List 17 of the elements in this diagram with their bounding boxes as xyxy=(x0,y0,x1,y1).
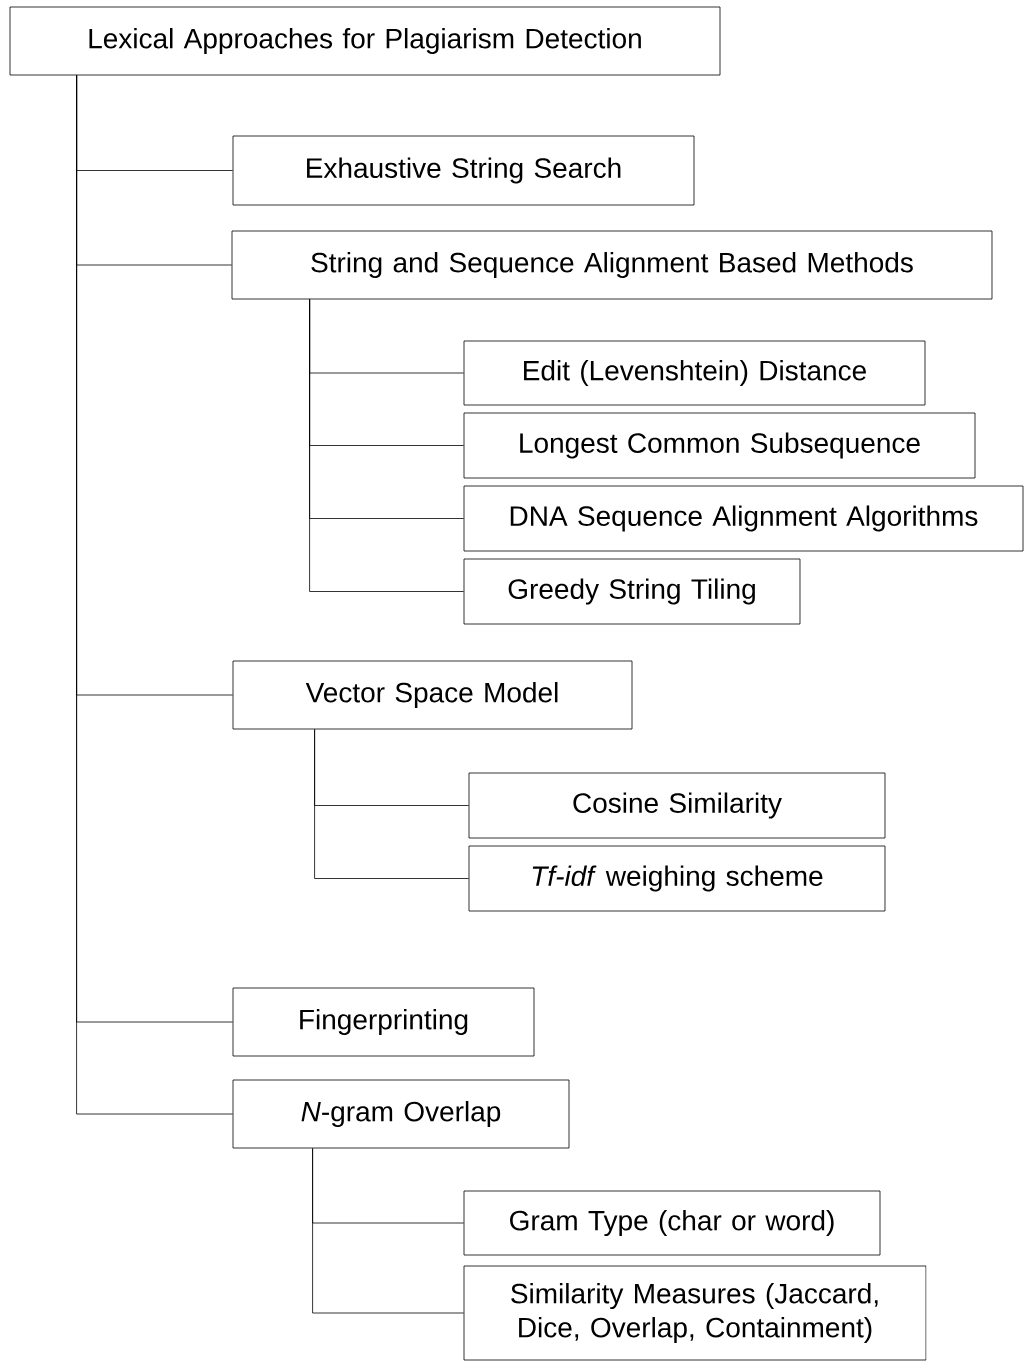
category-box: Tf-idf weighing scheme xyxy=(468,845,886,912)
category-box: Greedy String Tiling xyxy=(463,558,801,625)
category-box: Cosine Similarity xyxy=(468,772,886,839)
connector-line xyxy=(312,1148,464,1314)
category-box: Gram Type (char or word) xyxy=(463,1190,881,1256)
category-box: Similarity Measures (Jaccard, Dice, Overlap, Containment) xyxy=(463,1265,927,1361)
category-box: N-gram Overlap xyxy=(232,1079,570,1149)
connector-line xyxy=(309,299,464,592)
category-box: Vector Space Model xyxy=(232,660,633,730)
category-box: Lexical Approaches for Plagiarism Detection xyxy=(9,6,721,76)
category-box: Exhaustive String Search xyxy=(232,135,695,206)
category-box: DNA Sequence Alignment Algorithms xyxy=(463,485,1024,552)
connector-line xyxy=(314,729,469,879)
category-box: Fingerprinting xyxy=(232,987,535,1057)
category-box: Edit (Levenshtein) Distance xyxy=(463,340,926,406)
category-box: String and Sequence Alignment Based Methods xyxy=(231,230,993,300)
category-box: Longest Common Subsequence xyxy=(463,412,976,479)
